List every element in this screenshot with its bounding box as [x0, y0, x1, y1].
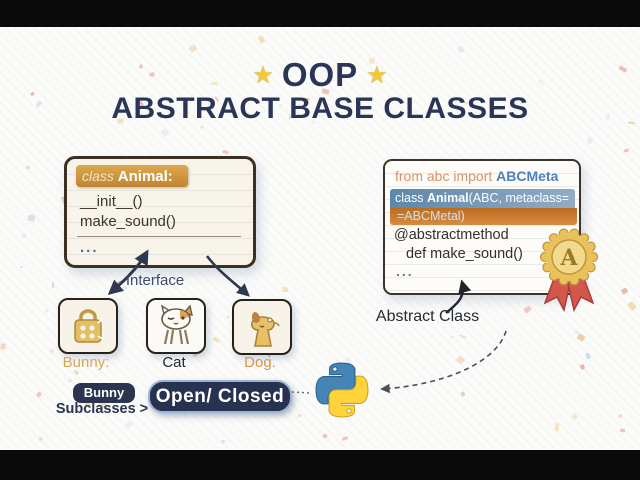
class-def-highlight: class Animal(ABC, metaclass= — [390, 189, 575, 208]
confetti-speck — [523, 305, 532, 314]
divider-line — [77, 236, 241, 237]
code-line-make-sound: make_sound() — [80, 213, 176, 230]
class-header: class Animal: — [76, 165, 188, 187]
import-line: from abc import ABCMeta — [395, 168, 558, 184]
confetti-speck — [49, 348, 55, 354]
confetti-speck — [620, 287, 629, 295]
medal-letter: A — [559, 245, 578, 271]
confetti-speck — [25, 165, 31, 170]
confetti-speck — [21, 232, 27, 239]
confetti-speck — [257, 35, 266, 44]
interface-label: Interface — [125, 272, 185, 289]
confetti-speck — [623, 148, 630, 153]
code-line-init: __init__() — [80, 193, 143, 210]
confetti-speck — [188, 43, 198, 54]
class-def-continuation: =ABCMetal) — [390, 208, 577, 225]
confetti-speck — [27, 214, 36, 222]
confetti-speck — [200, 126, 204, 129]
import-keyword: from abc import — [395, 168, 497, 184]
title-oop: OOP — [281, 56, 359, 93]
letterbox-top — [0, 0, 640, 27]
confetti-speck — [67, 378, 73, 383]
confetti-speck — [457, 45, 465, 54]
confetti-speck — [460, 391, 466, 397]
confetti-speck — [322, 433, 328, 439]
confetti-speck — [585, 352, 591, 360]
confetti-speck — [579, 363, 586, 371]
confetti-speck — [19, 265, 24, 269]
letterbox-bottom — [0, 450, 640, 480]
confetti-speck — [124, 419, 134, 430]
padlock-icon — [74, 309, 104, 343]
card-label-dog: Dog. — [244, 354, 276, 371]
confetti-speck — [459, 334, 467, 339]
class-keyword: class — [82, 168, 118, 184]
confetti-speck — [618, 413, 623, 419]
subclass-card-cat — [146, 298, 206, 354]
star-icon: ★ — [366, 61, 388, 89]
card-label-bunny: Bunny: — [62, 354, 110, 371]
subclasses-label: Subclasses > — [55, 401, 149, 417]
open-closed-principle-badge: Open/ Closed — [148, 380, 292, 413]
confetti-speck — [226, 315, 230, 319]
confetti-speck — [220, 439, 226, 444]
import-module: ABCMeta — [496, 168, 559, 184]
confetti-speck — [38, 436, 43, 442]
confetti-speck — [586, 136, 594, 145]
method-def-line: def make_sound() — [406, 246, 523, 262]
confetti-speck — [341, 435, 349, 442]
class-args: (ABC, metaclass= — [468, 191, 570, 205]
confetti-speck — [160, 127, 170, 138]
confetti-speck — [576, 333, 586, 342]
confetti-speck — [222, 150, 229, 154]
confetti-speck — [450, 335, 455, 339]
ellipsis-text: ... — [396, 263, 414, 279]
decorator-line: @abstractmethod — [394, 227, 509, 243]
class-name: Animal: — [117, 168, 173, 185]
card-label-cat: Cat — [162, 354, 186, 371]
star-icon: ★ — [252, 61, 274, 89]
confetti-speck — [570, 412, 579, 421]
dog-icon — [251, 312, 280, 347]
confetti-speck — [627, 301, 637, 311]
page-subtitle: ABSTRACT BASE CLASSES — [111, 92, 529, 125]
python-logo-icon — [315, 362, 369, 418]
confetti-speck — [619, 428, 626, 433]
confetti-speck — [35, 391, 43, 398]
confetti-speck — [554, 422, 560, 432]
confetti-speck — [455, 355, 466, 365]
subclass-card-dog — [232, 299, 292, 355]
abstract-class-label: Abstract Class — [375, 308, 480, 325]
subclass-card-bunny — [58, 298, 118, 354]
interface-code-box: class Animal: __init__() make_sound() ..… — [64, 156, 256, 268]
class-keyword: class — [395, 191, 427, 205]
bunny-tag: Bunny — [73, 383, 135, 403]
confetti-speck — [44, 308, 50, 314]
page-title: ★OOP★ — [0, 56, 640, 94]
confetti-speck — [297, 413, 302, 418]
confetti-speck — [0, 343, 6, 350]
ellipsis-text: ... — [80, 239, 99, 256]
confetti-speck — [51, 281, 55, 289]
confetti-speck — [281, 286, 289, 293]
confetti-speck — [212, 336, 221, 344]
cat-icon — [160, 304, 193, 345]
class-name: Animal — [426, 191, 469, 205]
award-medal-icon: A — [539, 228, 599, 313]
confetti-speck — [574, 330, 579, 334]
